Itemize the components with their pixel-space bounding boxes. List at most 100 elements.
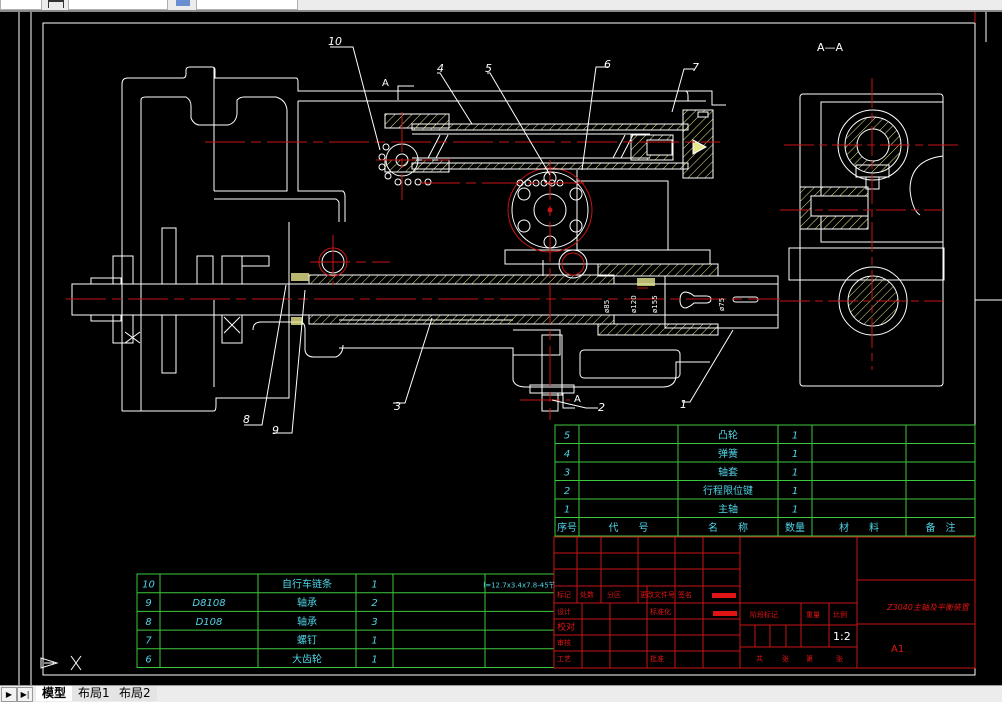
bom-lower-cell-name: 轴承 <box>297 615 317 628</box>
bom-upper-cell-qty: 1 <box>792 467 798 478</box>
callout-6: 6 <box>604 58 611 71</box>
tab-model[interactable]: 模型 <box>36 686 73 701</box>
callout-3: 3 <box>394 400 401 413</box>
label-sheet-index: 第 <box>806 654 813 663</box>
bom-upper-cell-name: 弹簧 <box>718 447 738 460</box>
title-block <box>553 536 976 669</box>
label-process: 工艺 <box>557 655 571 663</box>
ucs-icon <box>40 655 82 671</box>
bom-upper-header-code: 代 号 <box>609 522 649 534</box>
signature-bar-2 <box>713 611 737 616</box>
layout-tab-bar: ▶ ▶| 模型 布局1 布局2 <box>0 685 1002 702</box>
toolbar-field[interactable] <box>0 0 42 10</box>
bom-upper-header-material: 材 料 <box>839 521 879 534</box>
bom-lower-cell-code: D108 <box>196 617 223 628</box>
balance-cylinder <box>384 109 714 179</box>
dim-label-2: ø120 <box>630 295 638 313</box>
label-zone: 分区 <box>607 590 621 599</box>
tab-layout-1-label: 布局1 <box>78 686 110 700</box>
dimension-icon[interactable] <box>48 0 64 8</box>
main-shaft <box>71 263 779 336</box>
callout-2: 2 <box>598 401 605 414</box>
bom-table-lower: 10 自行车链条 1 l=12.7x3.4x7.8-45节 9 D8108 轴承 2 8 D108… <box>136 573 556 668</box>
bom-upper-cell-no: 5 <box>564 430 570 441</box>
bom-lower-cell-no: 8 <box>145 617 151 628</box>
section-centerlines <box>780 78 963 370</box>
bom-upper-header-remark: 备 注 <box>926 521 956 534</box>
bom-upper-cell-qty: 1 <box>792 504 798 515</box>
bom-lower-cell-no: 10 <box>142 579 155 590</box>
label-design: 设计 <box>557 607 571 616</box>
label-weight: 重量 <box>806 611 820 619</box>
label-standardization: 标准化 <box>650 607 671 616</box>
callout-labels: 10 4 5 6 7 8 9 3 2 1 <box>243 35 699 437</box>
bom-upper-cell-name: 主轴 <box>718 502 738 515</box>
last-layout-button[interactable]: ▶| <box>17 687 33 702</box>
label-sheet-word: 张 <box>782 654 789 663</box>
section-marker-bottom: A <box>574 394 581 405</box>
toolbar-dropdown[interactable] <box>68 0 168 10</box>
bom-lower-cell-qty: 1 <box>371 654 377 665</box>
centerlines <box>66 112 780 420</box>
title-block-text: 标记 处数 分区 更改文件号 签名 设计 标准化 校对 审核 工艺 批准 阶段标… <box>557 590 970 663</box>
section-view-a-a <box>788 93 945 387</box>
bom-upper-cell-no: 4 <box>564 449 570 460</box>
next-layout-button[interactable]: ▶ <box>1 687 17 702</box>
toolbar-dropdown-2[interactable] <box>196 0 298 10</box>
bom-lower-cell-remark: l=12.7x3.4x7.8-45节 <box>483 581 555 589</box>
bom-upper-header-qty: 数量 <box>785 521 805 534</box>
tab-layout-1[interactable]: 布局1 <box>72 686 116 701</box>
tab-model-label: 模型 <box>42 686 67 700</box>
left-gear-assembly <box>90 227 270 374</box>
last-icon: ▶| <box>20 690 30 699</box>
bom-lower-cell-name: 轴承 <box>297 596 317 609</box>
dim-label-1: ø85 <box>603 300 611 313</box>
label-signature: 签名 <box>678 590 692 599</box>
bom-upper-header-name: 名 称 <box>708 521 748 534</box>
label-change-doc: 更改文件号 <box>640 590 675 599</box>
bom-upper-cell-no: 1 <box>564 504 570 515</box>
tab-layout-2[interactable]: 布局2 <box>113 686 157 701</box>
bom-upper-cell-qty: 1 <box>792 486 798 497</box>
callout-1: 1 <box>680 398 687 411</box>
label-mark: 标记 <box>557 590 571 599</box>
section-view-title: A—A <box>817 41 844 54</box>
callout-10: 10 <box>328 35 342 48</box>
tab-layout-2-label: 布局2 <box>119 686 151 700</box>
layer-icon[interactable] <box>176 0 190 6</box>
section-marker-top: A <box>382 78 389 89</box>
next-icon: ▶ <box>5 690 13 699</box>
bom-lower-cell-no: 9 <box>145 598 151 609</box>
bom-lower-cell-qty: 1 <box>371 636 377 647</box>
bom-lower-cell-name: 自行车链条 <box>282 577 332 590</box>
bom-upper-cell-name: 凸轮 <box>718 428 738 441</box>
bom-upper-header-no: 序号 <box>557 521 577 534</box>
bom-lower-cell-no: 7 <box>145 636 152 647</box>
callout-5: 5 <box>485 62 492 75</box>
bom-lower-cell-qty: 2 <box>371 598 377 609</box>
callout-9: 9 <box>272 424 279 437</box>
label-approve: 批准 <box>650 654 664 663</box>
callout-8: 8 <box>243 413 250 426</box>
dimension-labels: ø85 ø120 ø155 ø75 <box>603 295 726 313</box>
bom-lower-cell-qty: 3 <box>371 617 377 628</box>
drawing-title: Z3040主轴及平衡装置 <box>886 603 970 612</box>
bom-lower-cell-code: D8108 <box>192 598 225 609</box>
bom-upper-cell-no: 2 <box>564 486 570 497</box>
scale-value: 1:2 <box>833 630 851 643</box>
toolbar-strip <box>0 0 1002 12</box>
dim-label-3: ø155 <box>651 295 659 313</box>
callout-7: 7 <box>692 61 699 74</box>
bom-lower-cell-name: 螺钉 <box>297 635 317 647</box>
bom-upper-cell-name: 轴套 <box>718 465 738 478</box>
drawing-canvas[interactable]: 10 4 5 6 7 8 9 3 2 1 A A A—A ø85 ø120 ø1… <box>0 12 1002 685</box>
label-count: 处数 <box>580 590 594 599</box>
bom-upper-cell-qty: 1 <box>792 430 798 441</box>
label-sheet-total: 共 <box>756 654 763 663</box>
callout-4: 4 <box>437 62 444 75</box>
dim-label-4: ø75 <box>718 298 726 311</box>
label-review: 审核 <box>557 638 571 647</box>
leader-lines <box>244 46 734 434</box>
section-markers: A A A—A <box>382 41 844 405</box>
